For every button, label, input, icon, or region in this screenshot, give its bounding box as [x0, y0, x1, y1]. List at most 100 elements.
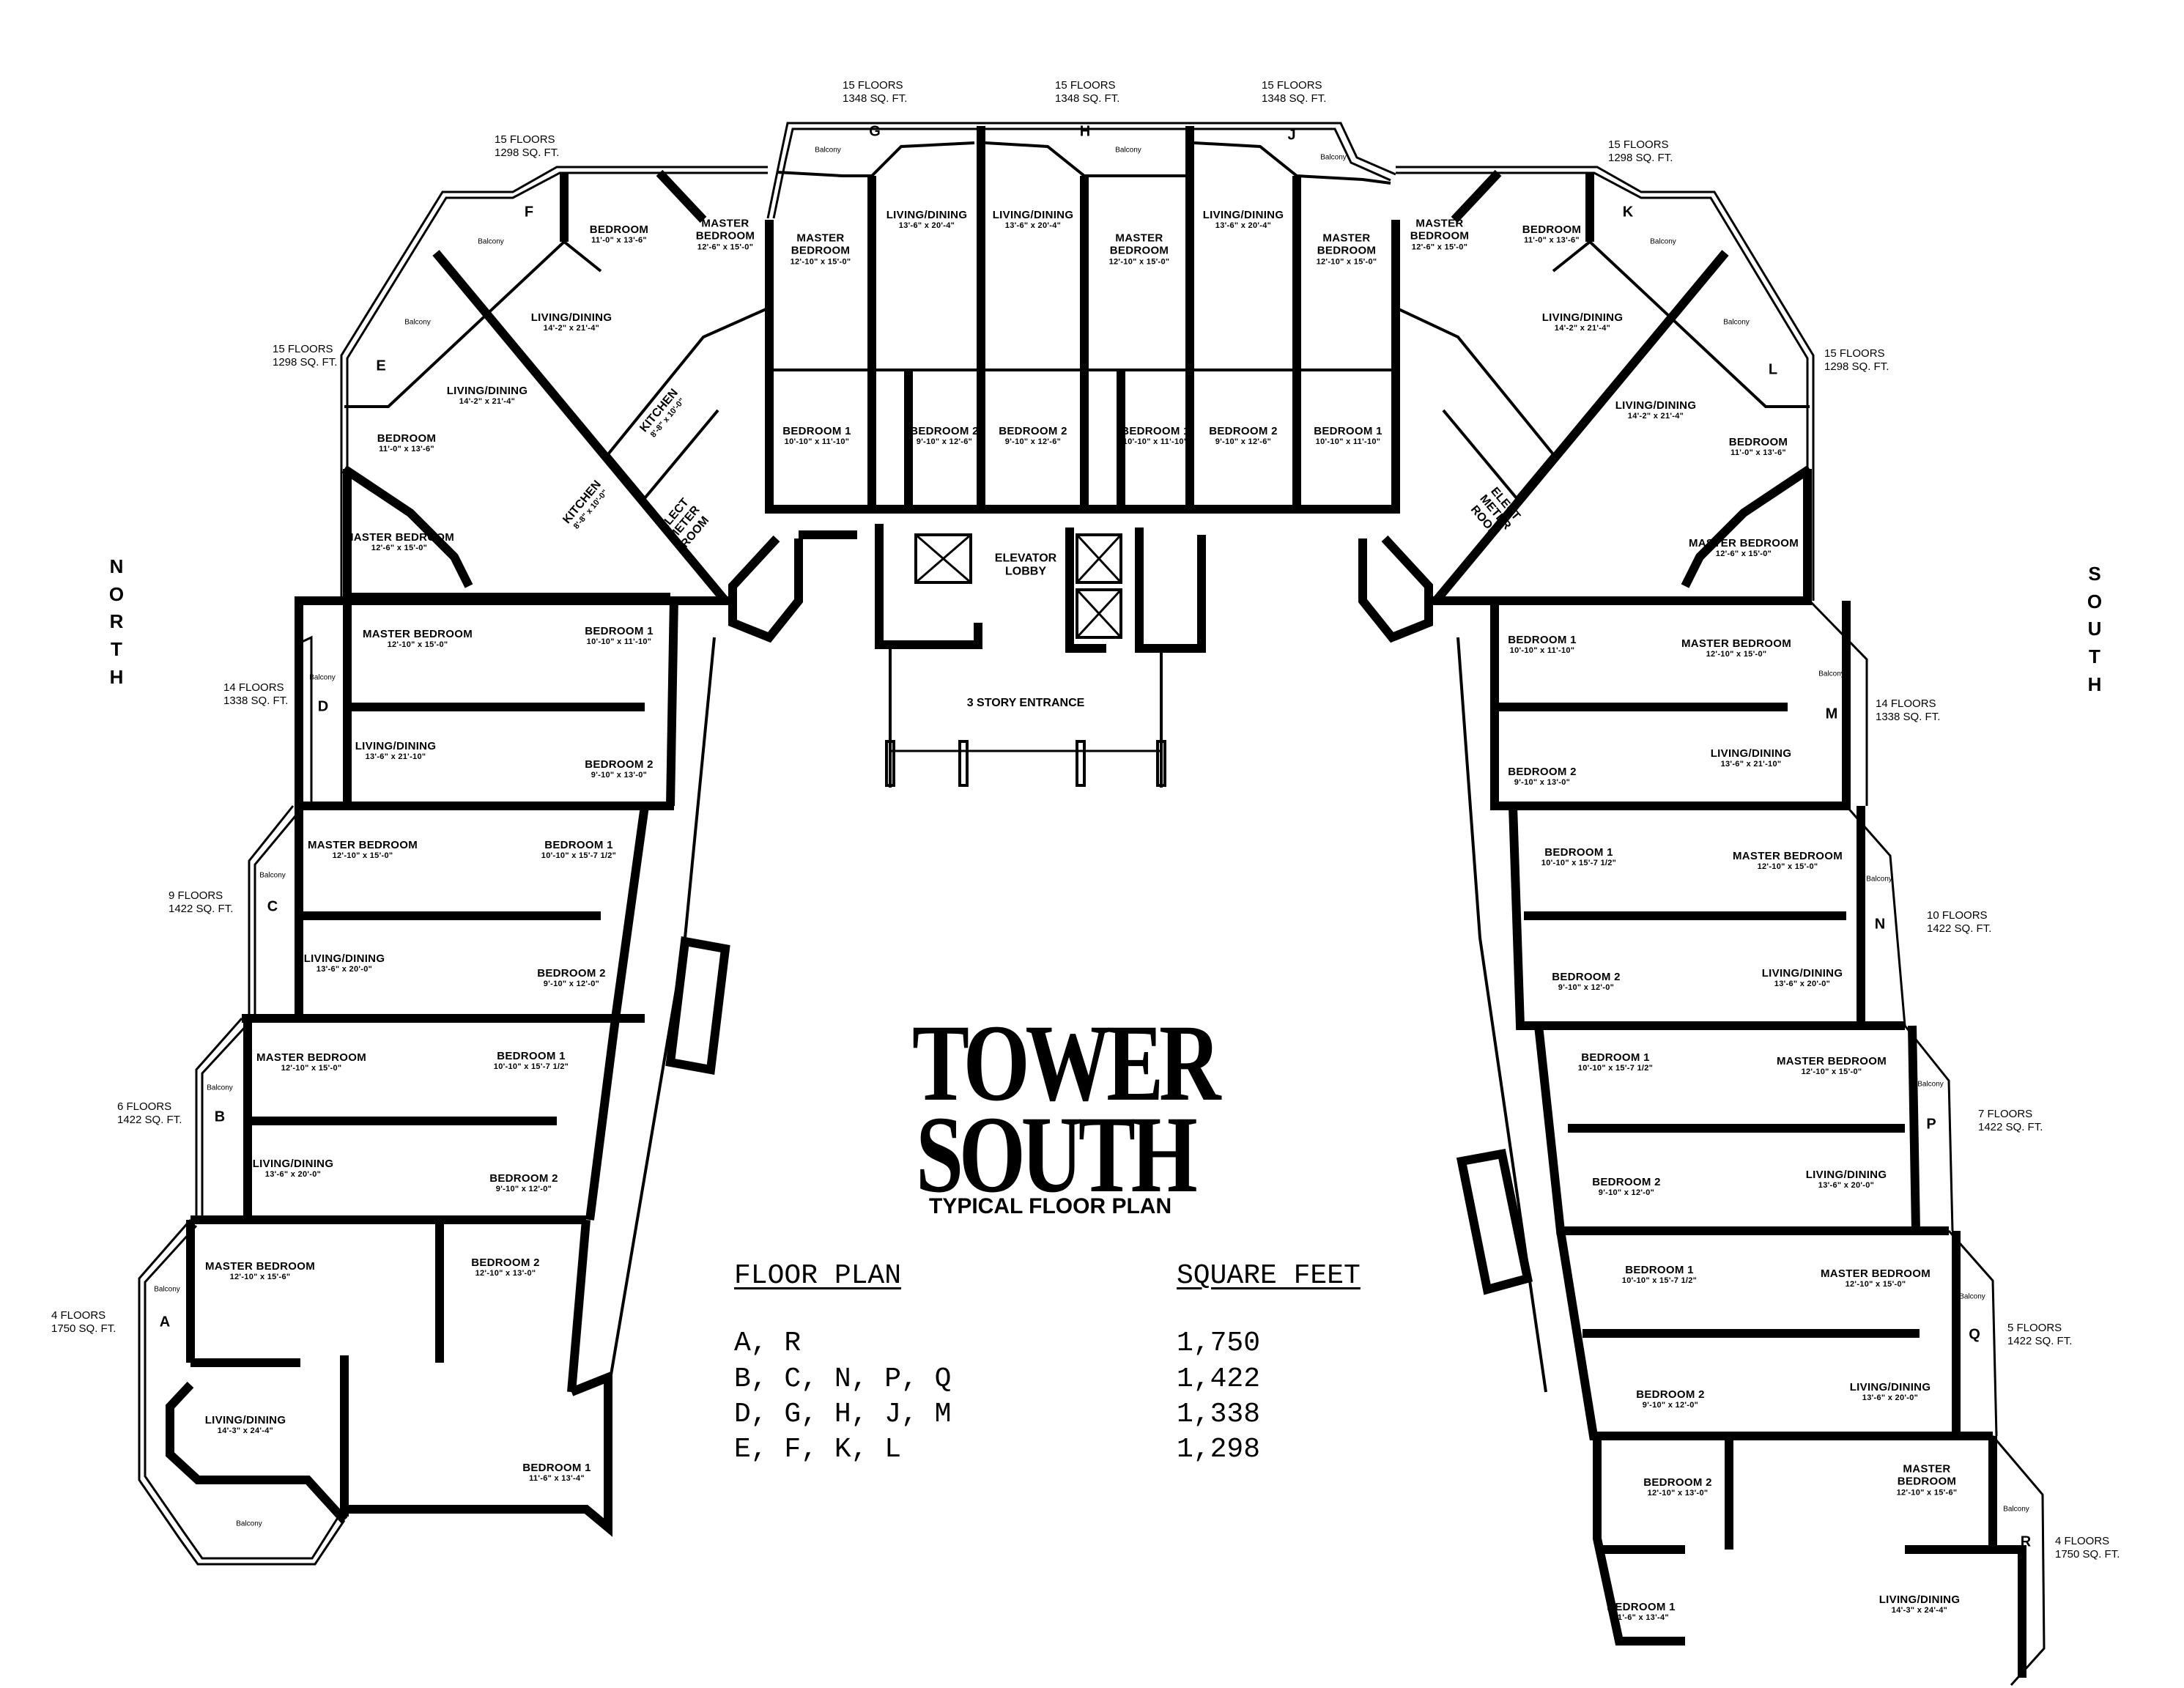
unit-f-floors: 15 FLOORS: [495, 133, 555, 146]
unit-p-sqft: 1422 SQ. FT.: [1978, 1121, 2043, 1133]
unit-g-floors: 15 FLOORS: [843, 79, 903, 92]
room-name: BEDROOM 2: [1552, 971, 1621, 984]
unit-j-letter: J: [1287, 127, 1296, 144]
q-balcony-label: Balcony: [1959, 1292, 1985, 1301]
room-dimensions: 9'-10" x 12'-0": [1598, 1188, 1655, 1198]
d-balcony-label: Balcony: [309, 673, 336, 682]
room-dimensions: 12'-10" x 15'-0": [281, 1064, 342, 1073]
room-dimensions: 9'-10" x 12'-6": [916, 437, 973, 447]
unit-h-letter: H: [1079, 123, 1091, 140]
room-dimensions: 12'-10" x 15'-0": [1845, 1280, 1906, 1289]
room-name: MASTER: [796, 232, 845, 245]
room-dimensions: 12'-10" x 15'-6": [229, 1273, 291, 1282]
room-name: LIVING/DINING: [355, 740, 437, 753]
unit-h-floors: 15 FLOORS: [1055, 79, 1116, 92]
room-dimensions: 13'-6" x 20'-0": [316, 965, 373, 974]
room-dimensions: 14'-3" x 24'-4": [1891, 1606, 1948, 1615]
unit-b-floors: 6 FLOORS: [117, 1100, 172, 1113]
room-dimensions: 13'-6" x 20'-0": [1818, 1181, 1875, 1191]
unit-q-letter: Q: [1969, 1326, 1980, 1343]
m-balcony-label: Balcony: [1818, 670, 1845, 678]
room-dimensions: 12'-6" x 15'-0": [1715, 549, 1772, 559]
room-name: MASTER: [701, 217, 749, 230]
p-balcony-label: Balcony: [1917, 1080, 1944, 1089]
room-dimensions: 11'-0" x 13'-6": [591, 236, 647, 245]
room-name: BEDROOM 2: [1636, 1388, 1705, 1402]
unit-a-floors: 4 FLOORS: [51, 1309, 106, 1322]
room-name: BEDROOM: [1728, 436, 1788, 449]
room-dimensions: 13'-6" x 21'-10": [365, 752, 426, 762]
room-name: BEDROOM 1: [497, 1050, 566, 1063]
unit-l-letter: L: [1768, 361, 1778, 378]
unit-n-floors: 10 FLOORS: [1927, 909, 1988, 922]
legend-row-sqft: 1,750: [1177, 1328, 1261, 1360]
legend-row-sqft: 1,298: [1177, 1434, 1261, 1465]
room-name: LIVING/DINING: [1710, 747, 1792, 760]
unit-d-letter: D: [317, 698, 329, 715]
room-name: BEDROOM: [1522, 223, 1582, 237]
unit-p-floors: 7 FLOORS: [1978, 1108, 2033, 1120]
room-dimensions: 13'-6" x 20'-4": [1215, 221, 1272, 231]
unit-j-sqft: 1348 SQ. FT.: [1262, 92, 1327, 105]
room-name: BEDROOM 1: [544, 839, 613, 852]
room-dimensions: 13'-6" x 20'-0": [264, 1170, 322, 1180]
room-name: LIVING/DINING: [204, 1414, 286, 1427]
unit-n-sqft: 1422 SQ. FT.: [1927, 922, 1992, 935]
unit-e-floors: 15 FLOORS: [273, 343, 333, 355]
unit-r-letter: R: [2020, 1533, 2032, 1550]
room-name: BEDROOM 1: [1508, 634, 1577, 647]
room-dimensions: 12'-10" x 15'-0": [1316, 256, 1377, 266]
legend-row-plans: A, R: [734, 1328, 802, 1360]
room-name: BEDROOM 1: [1314, 425, 1382, 438]
unit-m-sqft: 1338 SQ. FT.: [1876, 711, 1941, 723]
unit-k-sqft: 1298 SQ. FT.: [1608, 152, 1673, 164]
legend-header-square-feet: SQUARE FEET: [1177, 1260, 1361, 1292]
room-name: BEDROOM: [791, 244, 851, 257]
room-name: LIVING/DINING: [992, 209, 1074, 222]
room-name: BEDROOM: [695, 229, 755, 243]
a-balcony-label-bottom: Balcony: [236, 1519, 262, 1528]
room-name: LIVING/DINING: [1761, 967, 1843, 980]
room-dimensions: 13'-6" x 21'-10": [1720, 760, 1782, 769]
room-dimensions: 10'-10" x 15'-7 1/2": [1541, 859, 1617, 868]
room-name: MASTER BEDROOM: [1688, 537, 1799, 550]
room-dimensions: 9'-10" x 13'-0": [1514, 778, 1571, 788]
room-name: LIVING/DINING: [530, 311, 612, 325]
room-name: BEDROOM: [1317, 244, 1377, 257]
room-name: LIVING/DINING: [303, 952, 385, 966]
room-name: MASTER: [1115, 232, 1163, 245]
unit-e-sqft: 1298 SQ. FT.: [273, 356, 338, 369]
room-dimensions: 9'-10" x 12'-0": [1558, 983, 1615, 993]
room-name: BEDROOM 1: [522, 1462, 591, 1475]
room-name: LIVING/DINING: [252, 1158, 334, 1171]
